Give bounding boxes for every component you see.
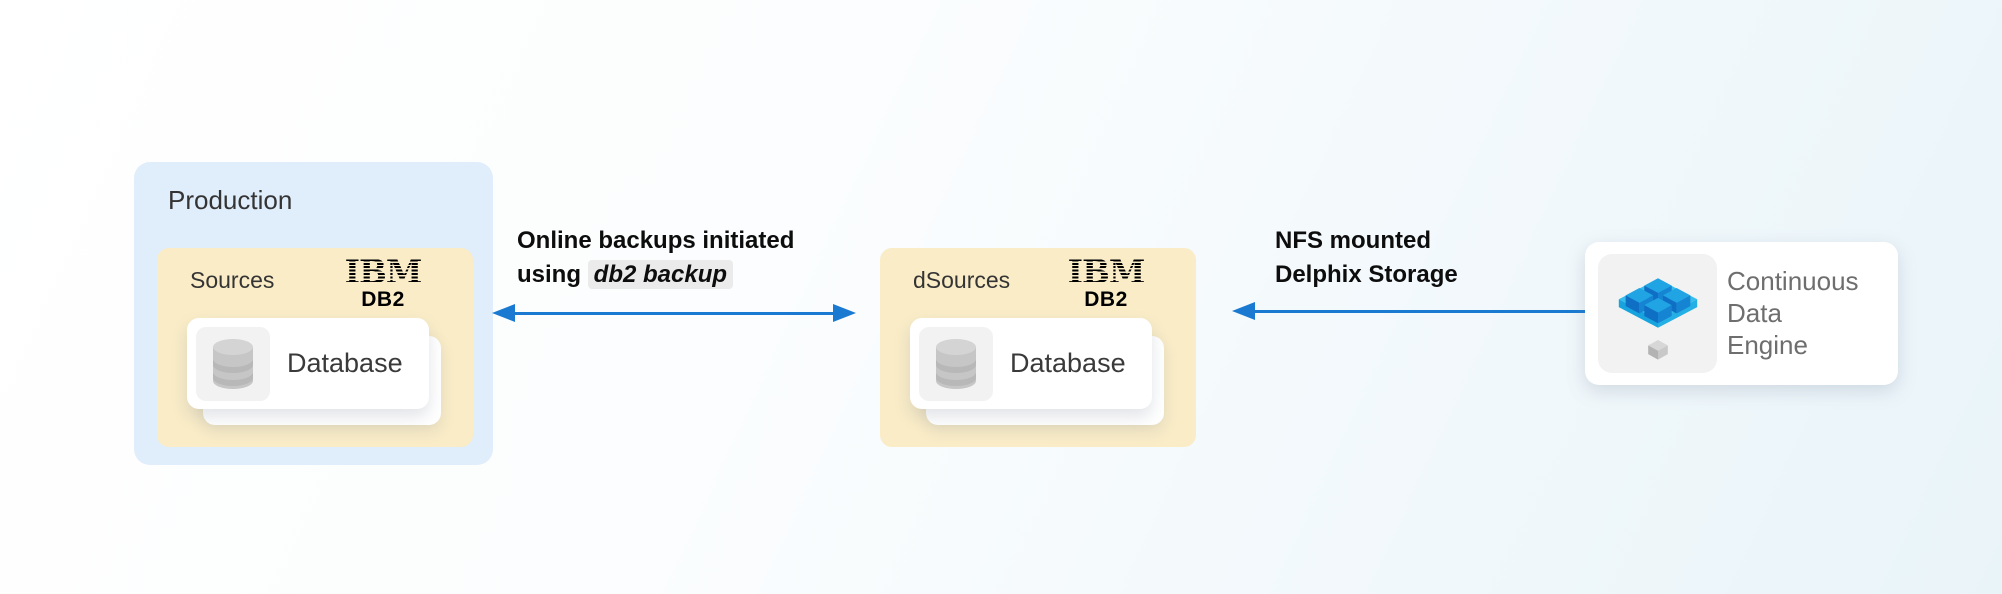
database-icon-tile [196,326,270,401]
database-cylinder-icon [936,338,976,389]
database-card: Database [187,318,429,409]
engine-label-line2: Data [1727,298,1782,328]
sources-group: Sources IBM DB2 Database [157,248,473,447]
arrowhead-left-icon [1232,302,1255,320]
ibm-db2-logo: IBM DB2 [343,252,423,311]
backup-flow-label-prefix: using [517,261,581,288]
db2-logo-text: DB2 [361,288,405,311]
database-cylinder-icon [213,338,253,389]
database-label: Database [287,348,403,378]
database-card: Database [910,318,1152,409]
backup-flow-label-line1: Online backups initiated [517,227,795,254]
nfs-flow-label: NFS mounted Delphix Storage [1275,224,1458,292]
continuous-data-engine-card: Continuous Data Engine [1585,242,1898,385]
db2-logo-text: DB2 [1084,288,1128,311]
engine-label-line1: Continuous [1727,266,1859,296]
engine-icon-tile [1598,254,1717,373]
db2-backup-command-chip: db2 backup [587,260,734,289]
backup-flow-label: Online backups initiated using db2 backu… [517,224,794,292]
dsources-group: dSources IBM DB2 Database [880,248,1196,447]
dsources-label: dSources [913,267,1011,293]
arrowhead-right-icon [833,304,856,322]
sources-label: Sources [190,267,275,293]
ibm-logo-text: IBM [1067,252,1146,291]
delphix-engine-icon [1618,277,1697,360]
database-label: Database [1010,348,1126,378]
ibm-logo-text: IBM [344,252,423,291]
database-icon-tile [919,326,993,401]
production-title: Production [168,185,293,215]
ibm-db2-logo: IBM DB2 [1066,252,1146,311]
backup-flow-label-line2: using db2 backup [517,258,794,292]
production-group: Production Sources IBM DB2 Database [134,162,493,465]
arrowhead-left-icon [492,304,515,322]
arrow-shaft [512,312,836,315]
arrow-shaft [1252,310,1585,313]
engine-label: Continuous Data Engine [1727,265,1859,361]
engine-label-line3: Engine [1727,330,1808,360]
nfs-flow-label-line2: Delphix Storage [1275,261,1458,288]
nfs-flow-label-line1: NFS mounted [1275,227,1431,254]
